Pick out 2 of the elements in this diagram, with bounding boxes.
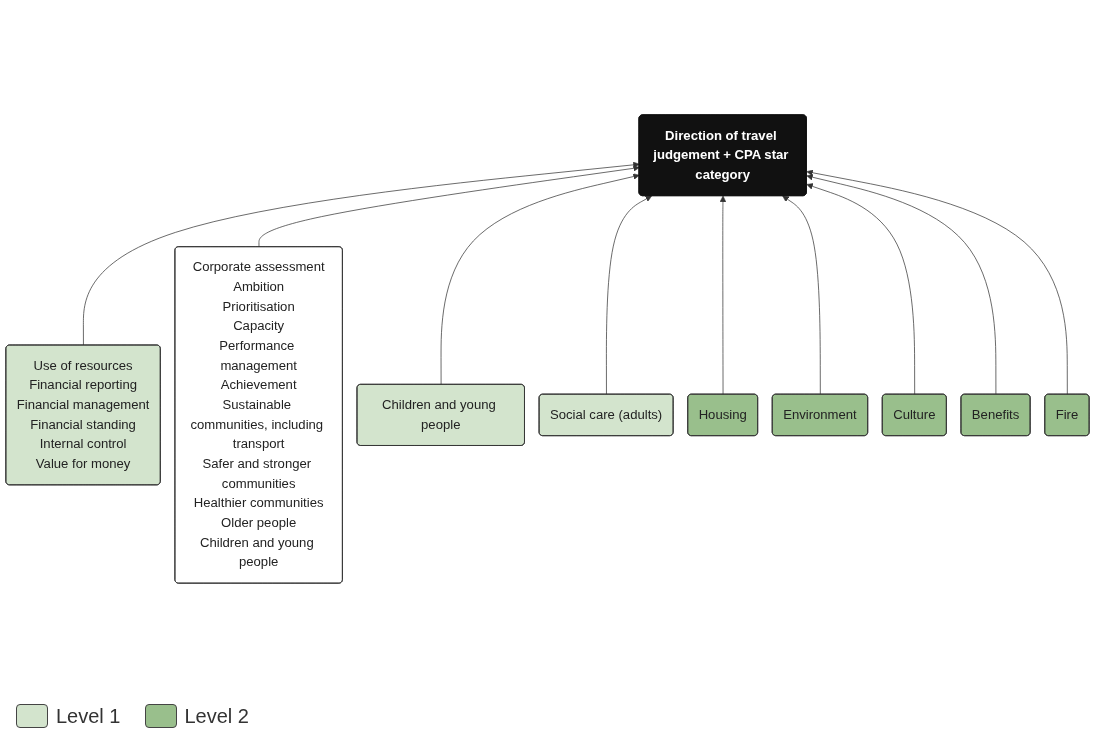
legend-label: Level 2 [184, 704, 249, 728]
legend-label: Level 1 [56, 704, 121, 728]
